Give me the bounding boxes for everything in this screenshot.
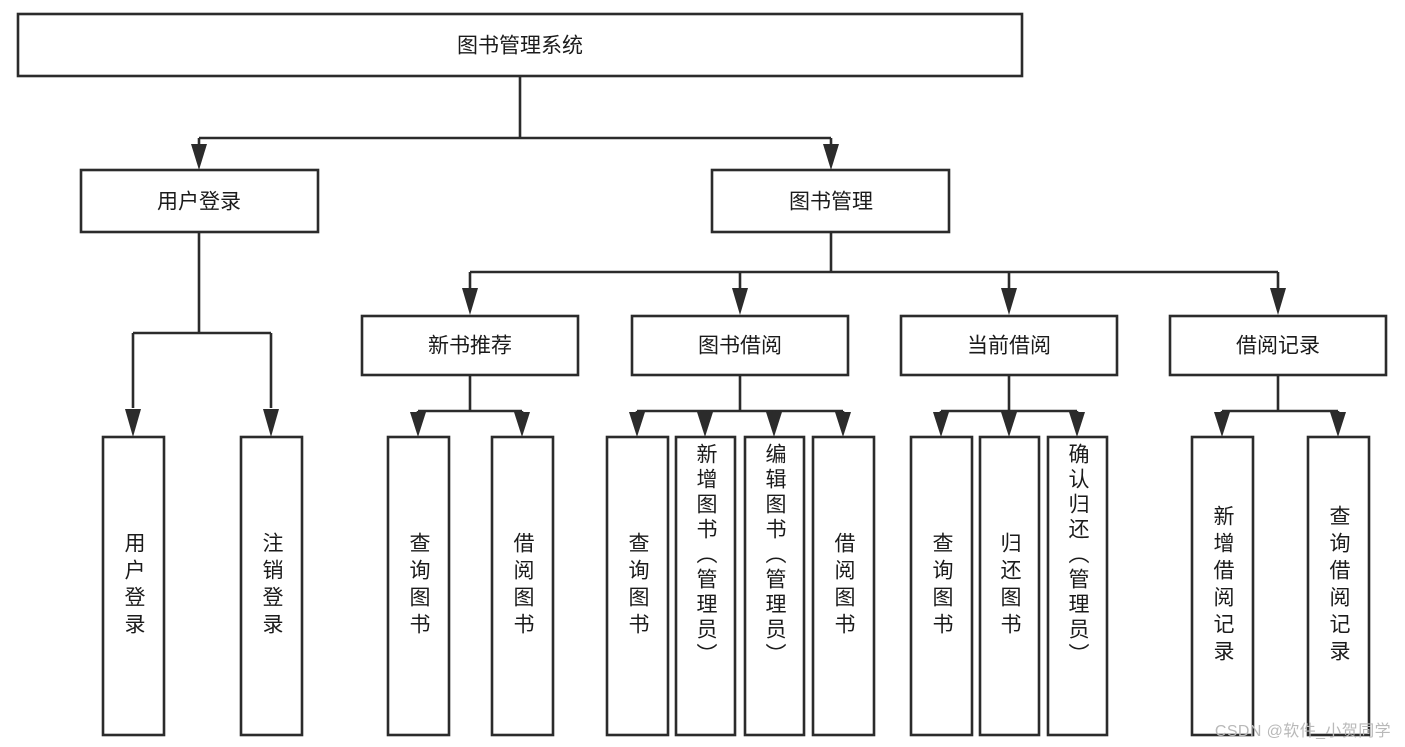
arrow-head-add-record: [1214, 412, 1230, 437]
node-new-book-rec[interactable]: 新书推荐: [360, 314, 580, 377]
node-new-book-rec-label: 新书推荐: [428, 335, 512, 358]
node-layer: 图书管理系统 用户登录 图书管理 新书推荐 图书借阅 当前: [16, 12, 1388, 737]
arrow-head-confirm-return: [1069, 412, 1085, 437]
arrow-head-leaf-user-logout: [263, 409, 279, 437]
arrow-head-query-record: [1330, 412, 1346, 437]
node-leaf-query-record-box[interactable]: [1306, 435, 1371, 737]
node-leaf-query-book-3-box[interactable]: [909, 435, 974, 737]
arrow-head-borrow-record: [1270, 288, 1286, 315]
node-book-manage-box[interactable]: [710, 168, 951, 234]
arrow-head-user-login: [191, 144, 207, 170]
node-current-borrow-label: 当前借阅: [967, 335, 1051, 358]
node-root-label: 图书管理系统: [457, 35, 583, 58]
node-book-manage[interactable]: 图书管理: [710, 168, 951, 234]
node-leaf-return-book-box[interactable]: [978, 435, 1041, 737]
arrow-head-query-book-1: [410, 412, 426, 437]
node-book-borrow-label: 图书借阅: [698, 335, 782, 358]
node-leaf-confirm-return-box[interactable]: [1046, 435, 1109, 737]
arrow-head-borrow-book-2: [835, 412, 851, 437]
arrow-head-return-book: [1001, 412, 1017, 437]
node-root-box[interactable]: [16, 12, 1024, 78]
arrow-head-new-book-rec: [462, 288, 478, 315]
node-leaf-query-book-1-box[interactable]: [386, 435, 451, 737]
node-borrow-record-box[interactable]: [1168, 314, 1388, 377]
node-borrow-record-label: 借阅记录: [1236, 335, 1320, 358]
node-user-login-box[interactable]: [79, 168, 320, 234]
arrow-head-edit-book: [766, 412, 782, 437]
node-book-borrow[interactable]: 图书借阅: [630, 314, 850, 377]
arrow-head-leaf-user-login: [125, 409, 141, 437]
arrow-head-book-manage: [823, 144, 839, 170]
node-leaf-edit-book-box[interactable]: [743, 435, 806, 737]
node-new-book-rec-box[interactable]: [360, 314, 580, 377]
node-root[interactable]: 图书管理系统: [16, 12, 1024, 78]
node-leaf-query-book-2-box[interactable]: [605, 435, 670, 737]
node-user-login[interactable]: 用户登录: [79, 168, 320, 234]
arrow-head-current-borrow: [1001, 288, 1017, 315]
node-leaf-borrow-book-2-box[interactable]: [811, 435, 876, 737]
node-user-login-label: 用户登录: [157, 191, 241, 214]
arrow-head-borrow-book-1: [514, 412, 530, 437]
node-leaf-add-record-box[interactable]: [1190, 435, 1255, 737]
node-book-manage-label: 图书管理: [789, 191, 873, 214]
arrow-head-query-book-2: [629, 412, 645, 437]
connector-layer: [125, 76, 1346, 437]
node-borrow-record[interactable]: 借阅记录: [1168, 314, 1388, 377]
arrow-head-query-book-3: [933, 412, 949, 437]
node-leaf-user-logout-box[interactable]: [239, 435, 304, 737]
arrow-head-add-book: [697, 412, 713, 437]
node-leaf-borrow-book-1-box[interactable]: [490, 435, 555, 737]
node-current-borrow-box[interactable]: [899, 314, 1119, 377]
node-current-borrow[interactable]: 当前借阅: [899, 314, 1119, 377]
node-leaf-user-login-box[interactable]: [101, 435, 166, 737]
csdn-watermark: CSDN @软件_小贺同学: [1214, 723, 1391, 740]
node-book-borrow-box[interactable]: [630, 314, 850, 377]
node-leaf-add-book-box[interactable]: [674, 435, 737, 737]
arrow-head-book-borrow: [732, 288, 748, 315]
